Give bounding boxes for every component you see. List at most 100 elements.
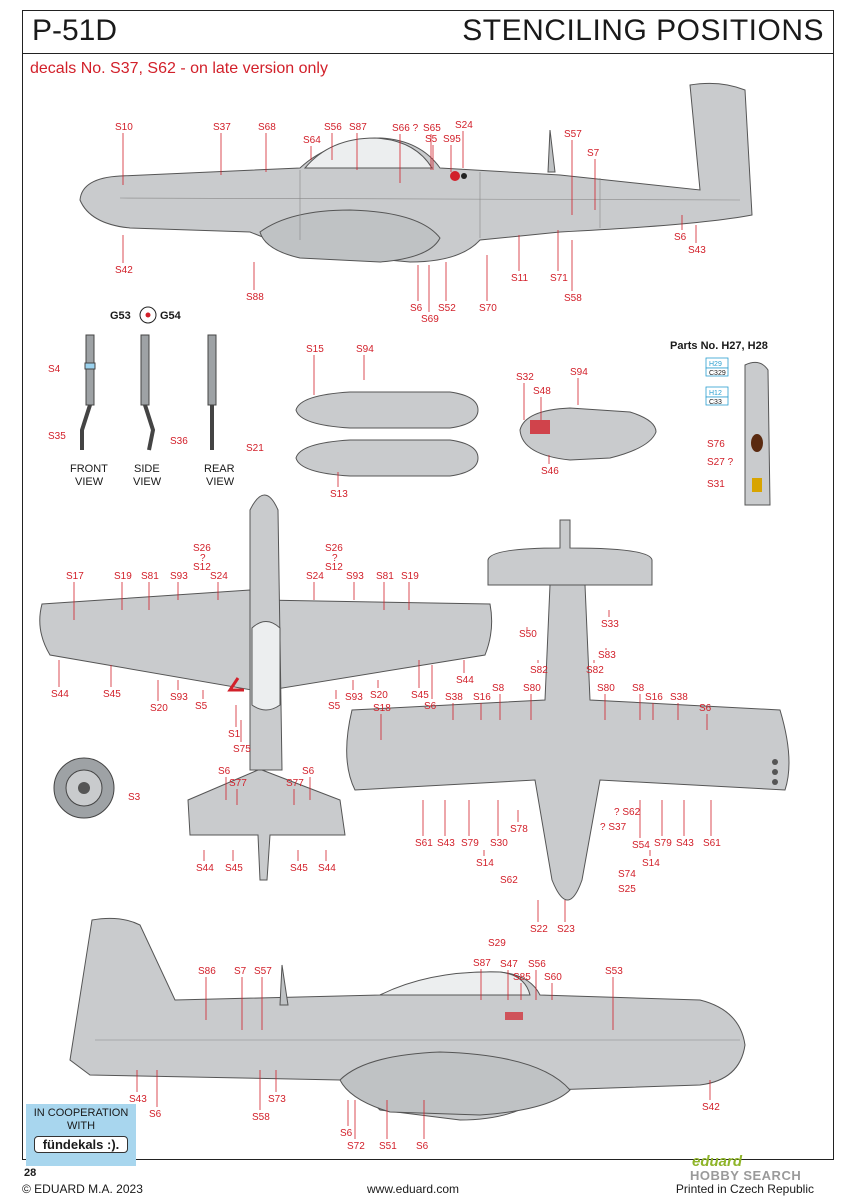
- gear-caption-rear-view: VIEW: [206, 476, 235, 488]
- stencil-label: S19: [114, 571, 132, 582]
- stencil-label: S53: [605, 966, 623, 977]
- stencil-label: S73: [268, 1094, 286, 1105]
- stencil-label: S29: [488, 938, 506, 949]
- stencil-label: ? S62: [614, 807, 641, 818]
- cooperation-line2: WITH: [66, 1120, 96, 1132]
- stencil-label: S44: [51, 689, 69, 700]
- stencil-label: S80: [523, 683, 541, 694]
- stencil-label: S75: [233, 744, 251, 755]
- stencil-label: S11: [511, 273, 528, 284]
- stencil-label: S50: [519, 629, 537, 640]
- stencil-label: S77: [286, 778, 304, 789]
- stencil-label: ?: [200, 553, 206, 564]
- stencil-label: S57: [254, 966, 272, 977]
- gear-caption-front: FRONT: [70, 463, 108, 475]
- stencil-label: S25: [618, 884, 636, 895]
- stencil-label: S13: [330, 489, 348, 500]
- stencil-label: S56: [324, 122, 342, 133]
- stencil-label: S83: [598, 650, 616, 661]
- propeller-blade-part: [705, 357, 771, 506]
- stencil-label: S16: [473, 692, 491, 703]
- stencil-label: S66 ?: [392, 123, 419, 134]
- stencil-label: S3: [128, 792, 141, 803]
- stencil-label: S88: [246, 292, 264, 303]
- stencil-label: S64: [303, 135, 321, 146]
- model-name: P-51D: [32, 14, 118, 47]
- gear-caption-side-view: VIEW: [133, 476, 162, 488]
- stencil-label: S61: [703, 838, 721, 849]
- stencil-label: S24: [306, 571, 324, 582]
- drop-tanks: [295, 391, 657, 477]
- cooperation-badge: IN COOPERATION WITH fündekals :).: [26, 1104, 136, 1166]
- stencil-label: S71: [550, 273, 568, 284]
- stencil-label: S45: [290, 863, 308, 874]
- website-link[interactable]: www.eduard.com: [367, 1182, 460, 1196]
- stencil-label: S5: [195, 701, 208, 712]
- stencil-label: S87: [349, 122, 367, 133]
- stencil-label: S94: [570, 367, 588, 378]
- stencil-label: S70: [479, 303, 497, 314]
- stencil-label: S6: [424, 701, 437, 712]
- g53-g54-symbol-icon: [139, 306, 157, 324]
- stencil-label: S65: [423, 123, 441, 134]
- stencil-label: S21: [246, 443, 264, 454]
- page-frame: [22, 10, 834, 1160]
- stencil-label: S95: [443, 134, 461, 145]
- stencil-label: S6: [218, 766, 231, 777]
- stencil-label: S19: [401, 571, 419, 582]
- stencil-label: S69: [421, 314, 439, 325]
- stencil-label: S48: [533, 386, 551, 397]
- stencil-label: S42: [115, 265, 133, 276]
- g54-label: G54: [160, 310, 182, 322]
- stencil-label: S1: [228, 729, 241, 740]
- stencil-label: S30: [490, 838, 508, 849]
- parts-title: Parts No. H27, H28: [670, 340, 768, 352]
- stencil-label: S57: [564, 129, 582, 140]
- bottom-planform: [346, 519, 790, 901]
- eduard-logo: eduard: [692, 1153, 743, 1170]
- stencil-label: S14: [476, 858, 494, 869]
- stencil-label: S85: [513, 972, 531, 983]
- stencil-label: S72: [347, 1141, 365, 1152]
- stencil-label: S47: [500, 959, 518, 970]
- stencil-label: S60: [544, 972, 562, 983]
- stencil-label: S52: [438, 303, 456, 314]
- stencil-label: S5: [328, 701, 341, 712]
- gear-caption-rear: REAR: [204, 463, 235, 475]
- footer: © EDUARD M.A. 2023 www.eduard.com Printe…: [22, 1180, 834, 1198]
- page-number: 28: [24, 1167, 37, 1179]
- stencil-label: S56: [528, 959, 546, 970]
- title-bar: P-51D STENCILING POSITIONS: [22, 10, 834, 54]
- stencil-label: S15: [306, 344, 324, 355]
- stencil-label: S33: [601, 619, 619, 630]
- stencil-label: S10: [115, 122, 133, 133]
- hobby-search-watermark: HOBBY SEARCH: [690, 1168, 802, 1183]
- side-profile-upper: [79, 82, 753, 263]
- stencil-label: S6: [674, 232, 687, 243]
- stencil-label: S6: [416, 1141, 429, 1152]
- stencil-label: S6: [410, 303, 423, 314]
- stencil-label: S31: [707, 479, 725, 490]
- stencil-label: S62: [500, 875, 518, 886]
- stencil-label: S54: [632, 840, 650, 851]
- stencil-label: S6: [699, 703, 712, 714]
- stencil-label: S82: [530, 665, 548, 676]
- stencil-label: S82: [586, 665, 604, 676]
- stencil-label: S22: [530, 924, 548, 935]
- stencil-label: S61: [415, 838, 433, 849]
- stencil-label: S36: [170, 436, 188, 447]
- stencil-label: S94: [356, 344, 374, 355]
- stencil-label: S4: [48, 364, 61, 375]
- stencil-label: S58: [252, 1112, 270, 1123]
- stencil-label: S79: [461, 838, 479, 849]
- stencil-label: S12: [193, 562, 211, 573]
- stencil-label: S6: [340, 1128, 353, 1139]
- stencil-label: S86: [198, 966, 216, 977]
- stencil-label: S18: [373, 703, 391, 714]
- stencil-label: S35: [48, 431, 66, 442]
- stencil-label: S87: [473, 958, 491, 969]
- stencil-label: S43: [688, 245, 706, 256]
- stencil-label: S45: [103, 689, 121, 700]
